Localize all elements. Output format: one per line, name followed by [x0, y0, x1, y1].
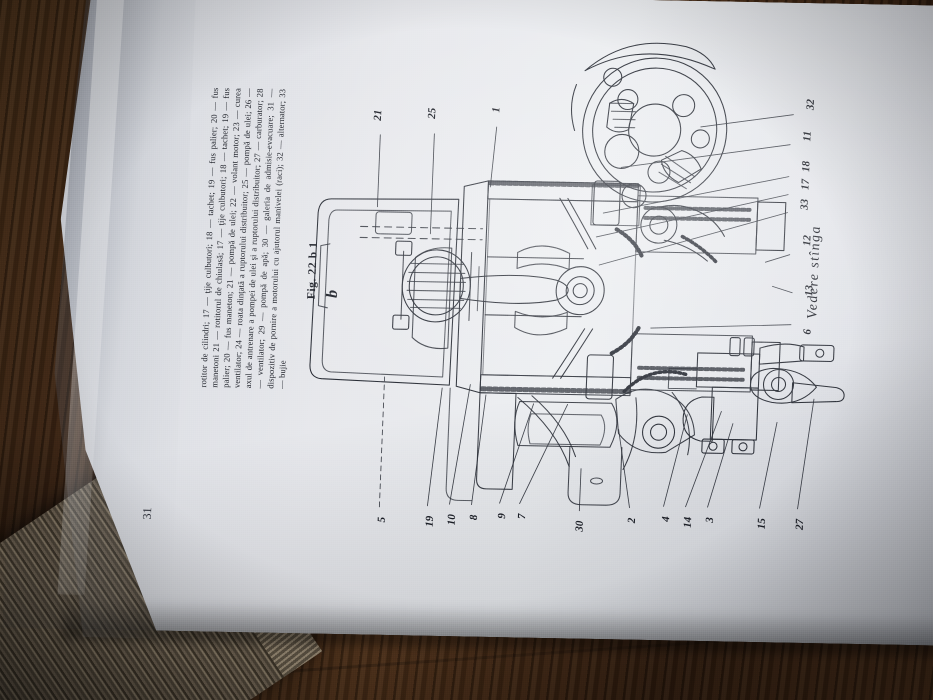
- callout-32: 32: [804, 98, 818, 111]
- callout-19: 19: [423, 515, 437, 527]
- callout-2: 2: [625, 517, 639, 524]
- callout-6: 6: [801, 328, 814, 335]
- callout-1: 1: [490, 106, 503, 113]
- callout-33: 33: [798, 198, 811, 211]
- callout-25: 25: [425, 107, 439, 119]
- water-pump-fan-drive: [614, 371, 697, 454]
- callout-leader-lines: [365, 107, 825, 515]
- figure-sub-label: b: [323, 289, 342, 299]
- carburettor-assembly: [666, 336, 847, 455]
- flywheel-alternator-housing: [567, 42, 730, 228]
- rocker-assembly: [639, 205, 725, 264]
- callout-10: 10: [445, 514, 459, 526]
- manual-page: Fig. 22 b 1 b rotitor de cilindri; 17 — …: [2, 0, 933, 657]
- callout-18: 18: [800, 160, 813, 173]
- crankshaft: [476, 245, 570, 336]
- callout-14: 14: [681, 516, 695, 528]
- callout-7: 7: [515, 513, 529, 520]
- piston-and-cylinder: [393, 241, 473, 330]
- figure-number: Fig. 22 b 1: [305, 241, 320, 300]
- callout-21: 21: [371, 109, 385, 121]
- callout-4: 4: [659, 516, 673, 522]
- callout-9: 9: [495, 513, 509, 519]
- callout-11: 11: [801, 130, 814, 142]
- cylinder-head: [630, 196, 786, 393]
- lower-bracket-structures: [446, 388, 692, 505]
- valve-train: [482, 179, 645, 400]
- intake-exhaust-manifold: [512, 401, 624, 505]
- callout-27: 27: [793, 518, 807, 531]
- connecting-rod: [459, 264, 605, 315]
- callout-17: 17: [799, 178, 812, 191]
- crankcase-block: [456, 180, 638, 395]
- callout-15: 15: [755, 518, 769, 530]
- callout-8: 8: [467, 514, 481, 521]
- callout-13: 13: [803, 284, 816, 297]
- callout-5: 5: [375, 516, 388, 523]
- callout-3: 3: [703, 517, 717, 523]
- page-number: 31: [139, 507, 155, 520]
- callout-12: 12: [801, 234, 814, 247]
- figure-caption: rotitor de cilindri; 17 — ţije culbutori…: [198, 87, 288, 390]
- page-ink-content: Fig. 22 b 1 b rotitor de cilindri; 17 — …: [2, 0, 933, 647]
- engine-cross-section-figure: [2, 0, 933, 647]
- callout-30: 30: [573, 520, 586, 532]
